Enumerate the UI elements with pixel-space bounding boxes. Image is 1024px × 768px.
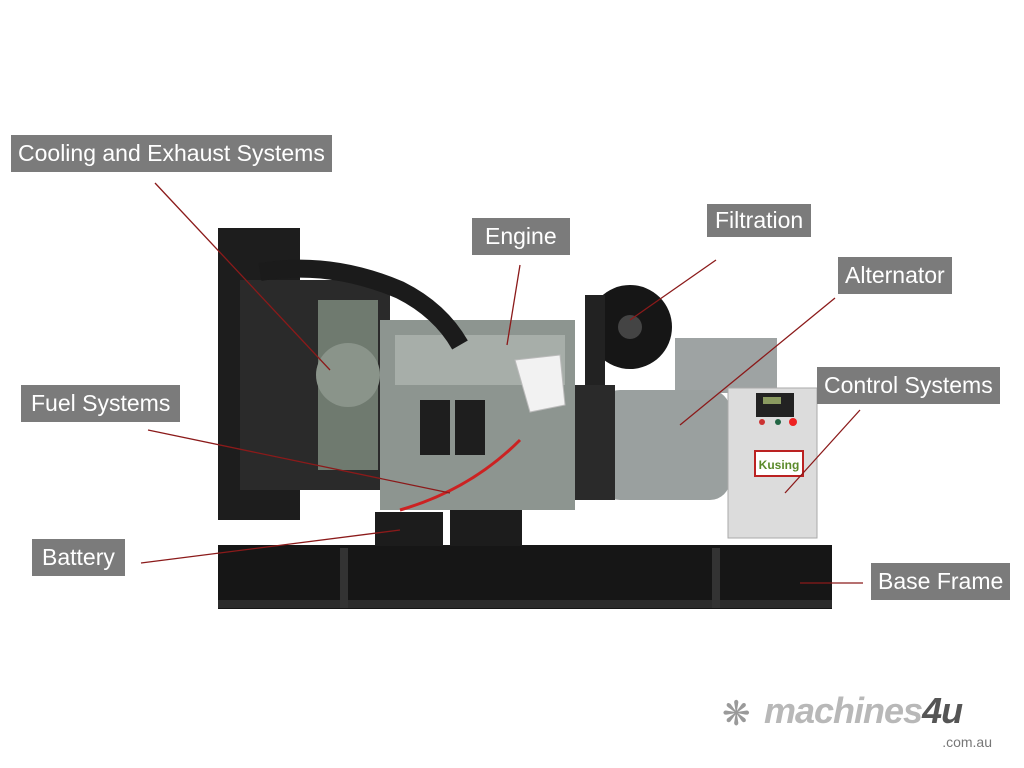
alternator — [600, 390, 730, 500]
label-battery: Battery — [32, 539, 125, 576]
panel-brand: Kusing — [759, 458, 800, 472]
air-filter-mount — [585, 295, 605, 385]
label-base-frame: Base Frame — [871, 563, 1011, 600]
flywheel-housing — [575, 385, 615, 500]
battery-cable — [399, 438, 522, 512]
base-frame-rail — [218, 600, 832, 608]
fuel-filter — [455, 400, 485, 455]
base-frame — [218, 545, 832, 609]
watermark-tld: .com.au — [942, 734, 992, 750]
leader-lines — [140, 182, 863, 584]
snowflake-logo-icon: ❋ — [722, 695, 751, 733]
leader-line-battery — [140, 529, 401, 564]
leader-line-control — [784, 409, 861, 494]
emergency-stop-button — [789, 418, 797, 426]
leader-line-engine — [506, 264, 521, 346]
label-control-systems: Control Systems — [817, 367, 1000, 404]
leader-line-cooling — [154, 182, 331, 371]
label-cooling-exhaust: Cooling and Exhaust Systems — [11, 135, 332, 172]
panel-button-red — [759, 419, 765, 425]
controller-display — [756, 393, 794, 417]
alternator-terminal-box — [675, 338, 777, 393]
watermark-accent: 4u — [922, 690, 963, 731]
panel-nameplate — [754, 450, 804, 477]
exhaust-pipe — [258, 259, 468, 350]
controller-screen — [763, 397, 781, 404]
leader-line-fuel — [147, 429, 451, 494]
cooling-fan — [316, 343, 380, 407]
leader-line-filtration — [629, 259, 717, 321]
label-filtration: Filtration — [707, 204, 812, 237]
label-fuel-systems: Fuel Systems — [21, 385, 181, 422]
watermark-name: machines — [764, 690, 923, 731]
watermark-wordmark: machines4u — [764, 690, 963, 731]
panel-button-green — [775, 419, 781, 425]
label-alternator: Alternator — [838, 257, 952, 294]
battery-unit — [375, 512, 443, 546]
fuel-filter — [420, 400, 450, 455]
base-frame-post — [712, 548, 720, 608]
label-engine: Engine — [472, 218, 570, 255]
battery-unit — [450, 510, 522, 546]
leader-line-alternator — [679, 297, 836, 426]
base-frame-post — [340, 548, 348, 608]
air-filter-cap — [618, 315, 642, 339]
machines4u-watermark: ❋ machines4u .com.au — [722, 692, 1012, 756]
engine-tag — [514, 354, 566, 413]
